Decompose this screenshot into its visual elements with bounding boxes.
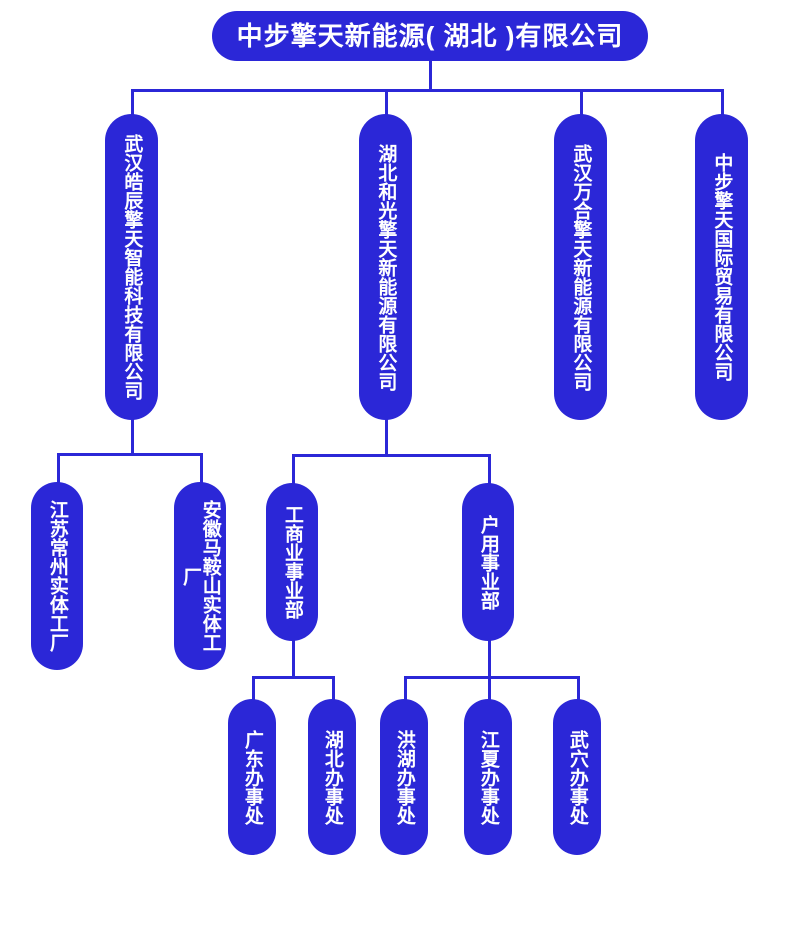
org-node-hubei-heguang[interactable]: 湖北和光擎天新能源有限公司 [359, 114, 412, 420]
org-node-hubei-office[interactable]: 湖北办事处 [308, 699, 356, 855]
connector-drop-l2-3 [721, 89, 724, 119]
org-node-commercial-division-label: 工商业事业部 [281, 505, 303, 619]
connector-root-stem [429, 60, 432, 90]
connector-level4-bus-a [252, 676, 335, 679]
org-node-jiangxia-office-label: 江夏办事处 [477, 729, 499, 825]
org-node-jiangsu-factory-label: 江苏常州实体工厂 [46, 500, 68, 652]
connector-drop-l2-1 [385, 89, 388, 119]
connector-drop-l4-2 [404, 676, 407, 701]
org-node-guangdong-office-label: 广东办事处 [241, 729, 263, 825]
connector-drop-l3-1 [200, 453, 203, 483]
org-node-wuhan-haochen-label: 武汉皓辰擎天智能科技有限公司 [121, 134, 143, 400]
org-node-root[interactable]: 中步擎天新能源( 湖北 )有限公司 [212, 11, 648, 61]
org-node-residential-division[interactable]: 户用事业部 [462, 483, 514, 641]
org-node-root-label: 中步擎天新能源( 湖北 )有限公司 [236, 21, 624, 51]
org-node-hubei-office-label: 湖北办事处 [321, 729, 343, 825]
connector-level3-bus-a [57, 453, 203, 456]
connector-drop-l4-4 [577, 676, 580, 701]
connector-stem-l3-3 [488, 640, 491, 677]
connector-stem-l2-1 [385, 418, 388, 455]
connector-level2-bus [131, 89, 723, 92]
org-node-wuhan-wanhe-label: 武汉万合擎天新能源有限公司 [570, 143, 592, 391]
org-node-commercial-division[interactable]: 工商业事业部 [266, 483, 318, 641]
org-node-honghu-office[interactable]: 洪湖办事处 [380, 699, 428, 855]
org-node-wuhan-wanhe[interactable]: 武汉万合擎天新能源有限公司 [554, 114, 607, 420]
org-node-residential-division-label: 户用事业部 [477, 514, 499, 610]
connector-drop-l2-0 [131, 89, 134, 119]
org-node-wuxue-office[interactable]: 武穴办事处 [553, 699, 601, 855]
connector-drop-l4-1 [332, 676, 335, 701]
org-node-zhongbu-trade[interactable]: 中步擎天国际贸易有限公司 [695, 114, 748, 420]
connector-drop-l4-3 [488, 676, 491, 701]
org-node-wuxue-office-label: 武穴办事处 [566, 729, 588, 825]
org-node-guangdong-office[interactable]: 广东办事处 [228, 699, 276, 855]
connector-drop-l3-2 [292, 454, 295, 484]
org-node-hubei-heguang-label: 湖北和光擎天新能源有限公司 [375, 143, 397, 391]
org-node-anhui-factory-label: 安徽马鞍山实体工厂 [180, 500, 221, 652]
connector-drop-l3-3 [488, 454, 491, 484]
org-node-jiangxia-office[interactable]: 江夏办事处 [464, 699, 512, 855]
org-node-honghu-office-label: 洪湖办事处 [393, 729, 415, 825]
org-node-zhongbu-trade-label: 中步擎天国际贸易有限公司 [711, 153, 733, 381]
org-node-wuhan-haochen[interactable]: 武汉皓辰擎天智能科技有限公司 [105, 114, 158, 420]
connector-stem-l2-0 [131, 418, 134, 454]
connector-level4-bus-b [404, 676, 580, 679]
connector-level3-bus-b [292, 454, 491, 457]
connector-drop-l4-0 [252, 676, 255, 701]
connector-drop-l3-0 [57, 453, 60, 483]
org-node-anhui-factory[interactable]: 安徽马鞍山实体工厂 [174, 482, 226, 670]
connector-stem-l3-2 [292, 640, 295, 677]
connector-drop-l2-2 [580, 89, 583, 119]
org-node-jiangsu-factory[interactable]: 江苏常州实体工厂 [31, 482, 83, 670]
